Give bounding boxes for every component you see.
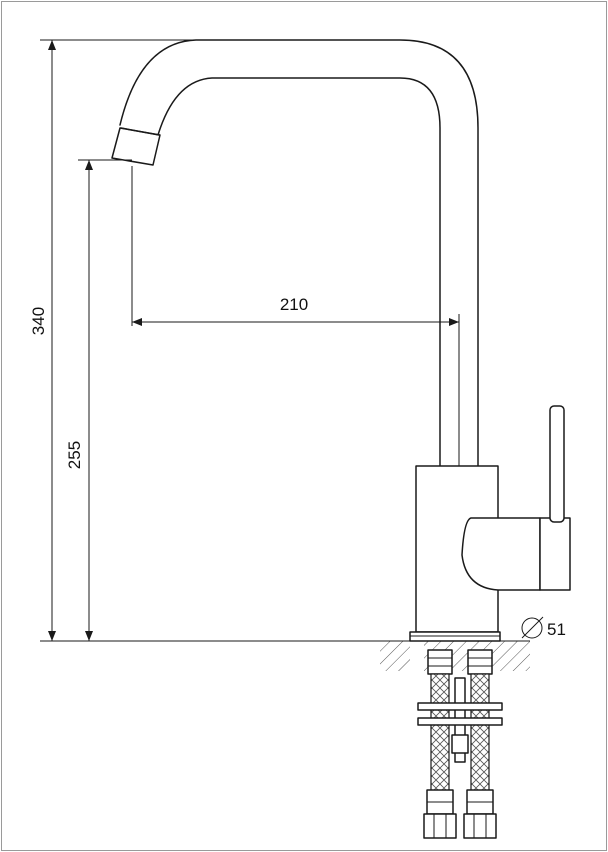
counter-hatch	[380, 640, 530, 671]
dimension-label-340: 340	[29, 307, 48, 335]
dimension-base-diameter: 51	[500, 616, 566, 642]
dimension-label-255: 255	[65, 441, 84, 469]
dimension-reach: 210	[131, 166, 460, 466]
dimension-label-51: 51	[547, 620, 566, 639]
lever-handle	[461, 405, 571, 591]
dimension-spout-height: 255	[65, 159, 132, 641]
dimension-total-height: 340	[29, 39, 196, 641]
fixing-plate	[417, 702, 503, 726]
spout	[111, 39, 479, 642]
supply-hose-right	[463, 649, 497, 839]
supply-hose-left	[423, 649, 457, 839]
dimension-label-210: 210	[280, 295, 308, 314]
diameter-symbol-icon	[521, 617, 543, 639]
